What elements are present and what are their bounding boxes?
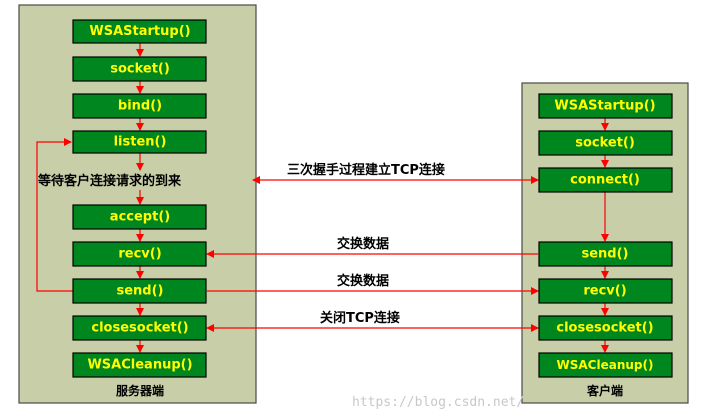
server-title: 服务器端 <box>116 383 164 398</box>
client-step-socket: socket() <box>538 130 673 156</box>
server-step-accept: accept() <box>72 204 207 230</box>
svg-text:recv(): recv() <box>583 284 626 299</box>
server-step-wsacleanup: WSACleanup() <box>72 352 207 378</box>
svg-text:socket(): socket() <box>110 62 170 77</box>
client-step-connect: connect() <box>538 167 673 193</box>
svg-text:closesocket(): closesocket() <box>556 321 653 336</box>
close-label: 关闭TCP连接 <box>320 310 400 326</box>
client-step-wsacleanup: WSACleanup() <box>538 352 673 378</box>
client-step-recv: recv() <box>538 278 673 304</box>
svg-text:connect(): connect() <box>570 173 640 188</box>
svg-text:bind(): bind() <box>118 99 162 114</box>
handshake-label: 三次握手过程建立TCP连接 <box>287 162 445 178</box>
svg-text:WSACleanup(): WSACleanup() <box>87 358 192 373</box>
server-step-closesocket: closesocket() <box>72 315 207 341</box>
watermark-text: https://blog.csdn.net/ <box>352 395 524 410</box>
server-step-socket: socket() <box>72 56 207 82</box>
exchange-label-1: 交换数据 <box>337 236 389 252</box>
client-step-closesocket: closesocket() <box>538 315 673 341</box>
server-loop-arrow <box>36 138 73 292</box>
svg-text:send(): send() <box>117 284 164 299</box>
svg-text:WSAStartup(): WSAStartup() <box>89 24 190 39</box>
server-step-listen: listen() <box>72 130 207 154</box>
svg-text:recv(): recv() <box>118 247 161 262</box>
exchange-label-2: 交换数据 <box>337 273 389 289</box>
svg-text:WSAStartup(): WSAStartup() <box>554 99 655 114</box>
server-step-send: send() <box>72 278 207 304</box>
svg-text:closesocket(): closesocket() <box>91 321 188 336</box>
client-title: 客户端 <box>586 383 623 398</box>
svg-text:send(): send() <box>582 247 629 262</box>
svg-text:WSACleanup(): WSACleanup() <box>557 358 654 372</box>
server-step-wsastartup: WSAStartup() <box>72 19 207 44</box>
svg-text:accept(): accept() <box>110 210 170 225</box>
svg-text:socket(): socket() <box>575 136 635 151</box>
server-step-bind: bind() <box>72 93 207 119</box>
svg-text:listen(): listen() <box>114 135 167 150</box>
client-step-send: send() <box>538 241 673 267</box>
server-wait-label: 等待客户连接请求的到来 <box>37 173 182 189</box>
server-step-recv: recv() <box>72 241 207 267</box>
client-step-wsastartup: WSAStartup() <box>538 93 673 119</box>
